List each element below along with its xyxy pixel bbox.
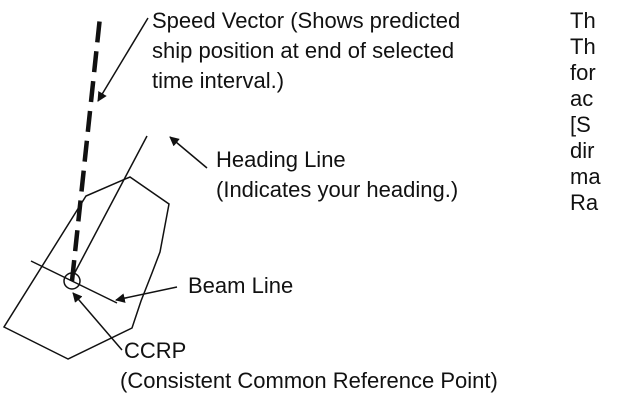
side-text-column: Th Th for ac [S dir ma Ra [570, 8, 601, 215]
side-text-line-8: Ra [570, 190, 599, 215]
speed-vector-label-line-3: time interval.) [152, 68, 284, 93]
beam-line-label: Beam Line [188, 273, 293, 298]
beam-line [30, 260, 118, 304]
heading-line-label-line-2: (Indicates your heading.) [216, 177, 458, 202]
ccrp-label: CCRP (Consistent Common Reference Point) [120, 338, 498, 393]
ship-outline [2, 176, 170, 360]
heading-line-arrow [169, 136, 208, 169]
side-text-line-6: dir [570, 138, 594, 163]
side-text-line-4: ac [570, 86, 593, 111]
ccrp-label-line-1: CCRP [124, 338, 186, 363]
speed-vector-label: Speed Vector (Shows predicted ship posit… [152, 8, 460, 93]
side-text-line-5: [S [570, 112, 591, 137]
heading-line-label-line-1: Heading Line [216, 147, 346, 172]
ccrp-arrow [72, 292, 123, 351]
heading-line [71, 135, 148, 279]
side-text-line-1: Th [570, 8, 596, 33]
speed-vector-label-line-1: Speed Vector (Shows predicted [152, 8, 460, 33]
side-text-line-2: Th [570, 34, 596, 59]
beam-line-arrow [115, 286, 178, 303]
speed-vector-label-line-2: ship position at end of selected [152, 38, 454, 63]
speed-vector-line [69, 16, 103, 282]
ccrp-label-line-2: (Consistent Common Reference Point) [120, 368, 498, 393]
heading-line-label: Heading Line (Indicates your heading.) [216, 147, 458, 202]
side-text-line-7: ma [570, 164, 601, 189]
side-text-line-3: for [570, 60, 596, 85]
speed-vector-arrow [97, 17, 149, 102]
